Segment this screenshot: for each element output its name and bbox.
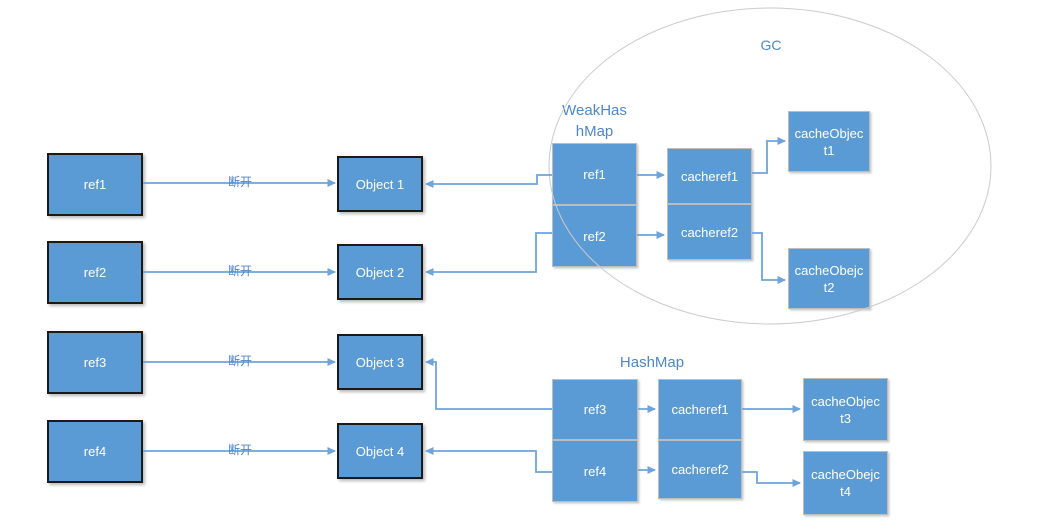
hash-cacheref2-box: cacheref2: [658, 440, 742, 499]
hashmap-entry-ref3: ref3: [552, 379, 638, 440]
weakhashmap-entry-ref2: ref2: [552, 205, 637, 267]
weakhashmap-title: WeakHas hMap: [562, 102, 627, 140]
gc-label: GC: [760, 37, 782, 53]
weakhashmap-entry-ref1: ref1: [552, 143, 637, 205]
cacheobject4-box: cacheObejc t4: [803, 451, 888, 515]
cacheobject2-box: cacheObejc t2: [788, 248, 870, 309]
weak-cacheref2-box: cacheref2: [667, 204, 752, 260]
hashmap-entry-ref4: ref4: [552, 440, 638, 502]
ref4-box: ref4: [47, 420, 143, 483]
hashmap-title: HashMap: [619, 354, 685, 371]
hash-cacheref1-box: cacheref1: [658, 379, 742, 440]
disconnect-label-4: 断开: [227, 443, 252, 457]
disconnect-label-2: 断开: [227, 264, 252, 278]
disconnect-label-3: 断开: [227, 354, 252, 368]
object-2-box: Object 2: [337, 244, 423, 300]
disconnect-label-1: 断开: [227, 175, 252, 189]
object-3-box: Object 3: [337, 334, 423, 390]
weak-cacheref1-box: cacheref1: [667, 148, 752, 204]
object-4-box: Object 4: [337, 423, 423, 479]
ref2-box: ref2: [47, 241, 143, 304]
ref1-box: ref1: [47, 153, 143, 216]
cacheobject3-box: cacheObjec t3: [803, 378, 888, 441]
cacheobject1-box: cacheObjec t1: [788, 111, 870, 172]
object-1-box: Object 1: [337, 156, 423, 212]
ref3-box: ref3: [47, 331, 143, 394]
